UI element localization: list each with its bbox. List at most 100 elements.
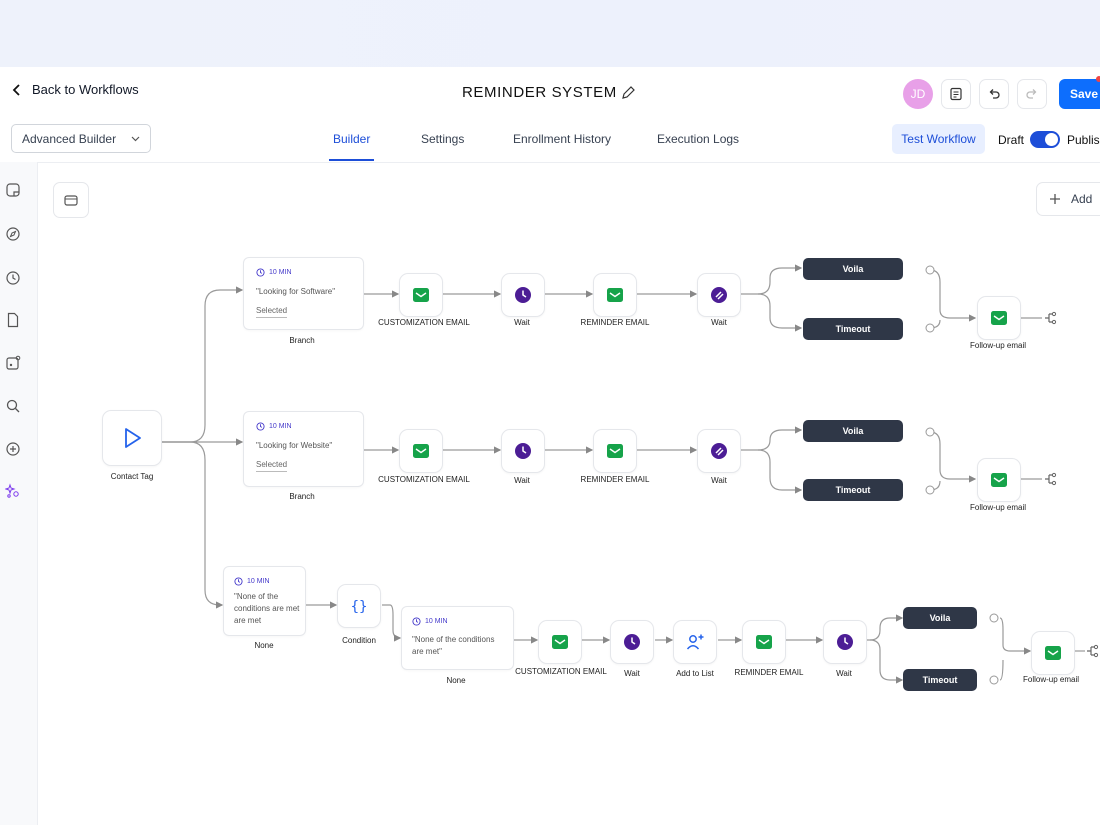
email-node[interactable] <box>742 620 786 664</box>
email-node-label: CUSTOMIZATION EMAIL <box>378 475 470 484</box>
save-button[interactable]: Save <box>1059 79 1100 109</box>
condition-line: "None of the <box>234 592 279 601</box>
document-icon <box>950 87 962 101</box>
tab-builder[interactable]: Builder <box>333 132 371 146</box>
none-branch-label: None <box>254 641 274 650</box>
wait-node[interactable] <box>697 429 741 473</box>
email-node[interactable] <box>593 429 637 473</box>
trigger-node[interactable] <box>102 410 162 466</box>
email-node-label: REMINDER EMAIL <box>580 318 650 327</box>
email-node[interactable] <box>593 273 637 317</box>
followup-label: Follow-up email <box>969 341 1027 350</box>
condition-line: are met" <box>412 647 442 656</box>
outcome-voila[interactable]: Voila <box>803 258 903 280</box>
tab-enrollment-history[interactable]: Enrollment History <box>513 132 612 146</box>
email-node[interactable] <box>399 273 443 317</box>
play-icon <box>125 428 141 448</box>
email-icon <box>991 473 1007 487</box>
add-to-list-node[interactable] <box>673 620 717 664</box>
workflow-canvas[interactable] <box>38 163 1100 825</box>
collapse-panel-button[interactable] <box>53 182 89 218</box>
followup-email-node[interactable] <box>1031 631 1075 675</box>
followup-label: Follow-up email <box>1022 675 1080 684</box>
outcome-voila[interactable]: Voila <box>903 607 977 629</box>
sidebar-item-history[interactable] <box>5 270 21 286</box>
end-branch-icon[interactable] <box>1043 472 1057 486</box>
wait-node-label: Wait <box>514 476 530 485</box>
end-branch-icon[interactable] <box>1043 311 1057 325</box>
email-node[interactable] <box>538 620 582 664</box>
condition-node[interactable]: {} <box>337 584 381 628</box>
chevron-down-icon <box>131 136 140 142</box>
wait-node[interactable] <box>610 620 654 664</box>
compass-icon <box>6 227 20 241</box>
outcome-timeout[interactable]: Timeout <box>803 318 903 340</box>
sidebar-item-search[interactable] <box>5 398 21 414</box>
tab-settings[interactable]: Settings <box>421 132 465 146</box>
clock-icon <box>515 287 531 303</box>
email-icon <box>413 288 429 302</box>
test-workflow-button[interactable]: Test Workflow <box>892 124 985 154</box>
file-icon <box>7 312 19 328</box>
followup-email-node[interactable] <box>977 296 1021 340</box>
builder-mode-value: Advanced Builder <box>22 131 117 146</box>
branch-condition: "None of the conditions are met are met <box>234 591 299 627</box>
redo-icon <box>1026 89 1037 99</box>
notes-button[interactable] <box>941 79 971 109</box>
wait-node[interactable] <box>697 273 741 317</box>
clock-icon <box>624 634 640 650</box>
outcome-timeout[interactable]: Timeout <box>903 669 977 691</box>
branch-timer: 10 MIN <box>412 617 448 626</box>
sidebar-item-compass[interactable] <box>5 226 21 242</box>
sidebar-item-ai[interactable] <box>4 483 21 499</box>
end-branch-icon[interactable] <box>1085 644 1099 658</box>
branch-card[interactable]: 10 MIN "Looking for Software" Selected <box>243 257 364 330</box>
followup-email-node[interactable] <box>977 458 1021 502</box>
sidebar-item-add[interactable] <box>5 441 21 457</box>
sub-toolbar: Advanced Builder Builder Settings Enroll… <box>0 117 1100 163</box>
wait-node[interactable] <box>823 620 867 664</box>
sidebar-item-document[interactable] <box>5 312 21 328</box>
undo-button[interactable] <box>979 79 1009 109</box>
none-inner-card[interactable]: 10 MIN "None of the conditions are met" <box>401 606 514 670</box>
branch-label: Branch <box>289 336 315 345</box>
unsaved-indicator <box>1096 76 1100 82</box>
publish-toggle[interactable] <box>1030 131 1060 148</box>
wait-node-label: Wait <box>836 669 852 678</box>
back-label: Back to Workflows <box>32 82 139 97</box>
outcome-voila[interactable]: Voila <box>803 420 903 442</box>
condition-line: "None of the conditions <box>412 635 495 644</box>
timer-icon <box>256 422 265 431</box>
none-branch-card[interactable]: 10 MIN "None of the conditions are met a… <box>223 566 306 636</box>
email-node-label: CUSTOMIZATION EMAIL <box>378 318 470 327</box>
plus-circle-icon <box>6 442 20 456</box>
branch-condition: "Looking for Software" <box>256 287 336 296</box>
sidebar-item-share[interactable] <box>5 355 21 371</box>
branch-selected: Selected <box>256 460 288 472</box>
wait-node[interactable] <box>501 273 545 317</box>
wait-node-label: Wait <box>711 476 727 485</box>
email-node[interactable] <box>399 429 443 473</box>
add-label: Add <box>1071 192 1093 206</box>
pencil-icon[interactable] <box>620 85 636 101</box>
branch-card[interactable]: 10 MIN "Looking for Website" Selected <box>243 411 364 487</box>
tab-execution-logs[interactable]: Execution Logs <box>657 132 740 146</box>
wait-node[interactable] <box>501 429 545 473</box>
undo-icon <box>989 89 1000 99</box>
braces-icon: {} <box>351 599 368 615</box>
branch-condition: "Looking for Website" <box>256 441 333 450</box>
outcome-timeout[interactable]: Timeout <box>803 479 903 501</box>
branch-time: 10 MIN <box>247 578 270 585</box>
email-icon <box>991 311 1007 325</box>
wait-node-label: Wait <box>711 318 727 327</box>
back-to-workflows-link[interactable]: Back to Workflows <box>10 82 139 97</box>
tag-icon <box>711 443 727 459</box>
builder-mode-select[interactable]: Advanced Builder <box>11 124 151 153</box>
redo-button[interactable] <box>1017 79 1047 109</box>
sidebar-item-stickynote[interactable] <box>5 182 21 198</box>
add-node-button[interactable]: Add <box>1036 182 1100 216</box>
avatar[interactable]: JD <box>903 79 933 109</box>
add-to-list-label: Add to List <box>676 669 714 678</box>
branch-condition: "None of the conditions are met" <box>412 634 494 658</box>
